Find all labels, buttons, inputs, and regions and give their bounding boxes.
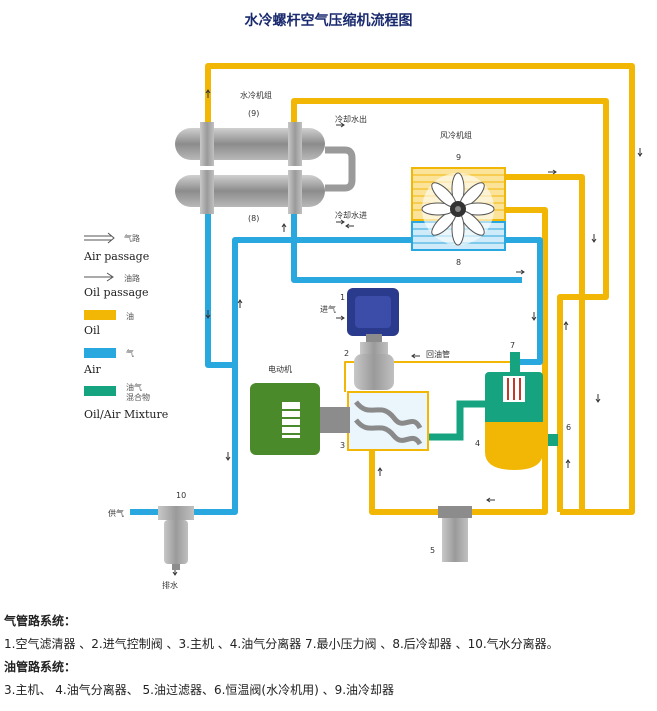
main-unit-number: 3 [340,441,345,450]
drain-label: 排水 [162,580,178,590]
cooler-number: 8 [456,258,461,267]
svg-text:Air: Air [83,363,101,376]
flow-diagram: 水冷机组 (9) 冷却水出 冷却水进 (8) [83,63,643,590]
min-pressure-valve-number: 7 [510,341,515,350]
intake-label: 进气 [320,304,336,314]
svg-text:Oil/Air Mixture: Oil/Air Mixture [84,408,168,421]
air-filter [347,288,399,342]
water-cooler-u-pipe [325,146,356,192]
motor-label: 电动机 [268,364,292,374]
oil-pipe-outer-loop [205,63,635,515]
oil-filter [438,506,472,562]
air-pipe-left [205,210,235,368]
svg-text:混合物: 混合物 [126,392,150,402]
cool-water-out-label: 冷却水出 [335,114,367,124]
water-unit-label: 水冷机组 [240,90,272,100]
svg-text:气: 气 [126,348,134,358]
separator-number: 4 [475,439,480,448]
air-unit-label: 风冷机组 [440,130,472,140]
oil-filter-number: 5 [430,546,435,555]
after-cooler-number: (8) [248,214,259,223]
air-filter-number: 1 [340,293,345,302]
legend-air: 气 Air [83,348,134,376]
legend-mixture: 油气 混合物 Oil/Air Mixture [84,382,168,421]
single-arrow-icon [84,272,114,282]
legend: 气路 Air passage 油路 Oil passage 油 Oil 气 Ai… [83,232,168,421]
legend-air-passage: 气路 Air passage [83,232,149,263]
air-pipe-supply [130,365,238,515]
water-cooler-lower-cylinder [175,175,325,207]
oil-system-components: 3.主机、 4.油气分离器、 5.油过滤器、6.恒温阀(水冷机用) 、9.油冷却… [4,683,395,697]
air-pipe-main [232,237,543,365]
air-pipe-upper [291,210,522,283]
intake-control-valve [354,342,394,390]
mixture-pipe [425,400,485,441]
thermostat-valve [548,434,558,446]
oil-return-pipe [344,361,518,392]
water-separator-number: 10 [176,491,186,500]
oil-pipe-inner-loop [291,98,609,512]
oil-pipe-aircooler-in [505,207,548,440]
water-cooler-unit [175,122,356,214]
thermostat-number: 6 [566,423,571,432]
svg-text:Oil passage: Oil passage [84,286,149,299]
air-cooler-unit [411,167,506,251]
oil-pipe-aircooler-out [505,174,585,512]
svg-text:油: 油 [126,311,134,321]
legend-oil: 油 Oil [84,310,134,337]
double-arrow-icon [84,232,115,244]
air-system-components: 1.空气滤清器 、2.进气控制阀 、3.主机 、4.油气分离器 7.最小压力阀 … [4,637,559,651]
main-airend [347,391,429,451]
air-unit-number: 9 [456,153,461,162]
air-system-heading: 气管路系统： [4,614,77,628]
fan-icon [421,172,495,246]
flow-arrows [172,89,643,576]
legend-oil-passage: 油路 Oil passage [84,272,149,299]
supply-air-label: 供气 [108,508,124,518]
cool-water-in-label: 冷却水进 [335,210,367,220]
electric-motor [250,383,350,455]
diagram-title: 水冷螺杆空气压缩机流程图 [244,13,413,29]
svg-text:Oil: Oil [84,324,101,337]
svg-text:油路: 油路 [124,273,140,283]
oil-system-heading: 油管路系统： [4,660,77,674]
svg-text:气路: 气路 [124,233,140,243]
intake-valve-number: 2 [344,349,349,358]
svg-text:Air passage: Air passage [83,250,149,263]
water-unit-number: (9) [248,109,259,118]
water-cooler-upper-cylinder [175,128,325,160]
oil-separator [485,352,543,470]
svg-text:油气: 油气 [126,382,142,392]
system-notes: 气管路系统： 1.空气滤清器 、2.进气控制阀 、3.主机 、4.油气分离器 7… [4,610,654,702]
return-pipe-label: 回油管 [426,349,450,359]
air-water-separator [158,506,194,570]
